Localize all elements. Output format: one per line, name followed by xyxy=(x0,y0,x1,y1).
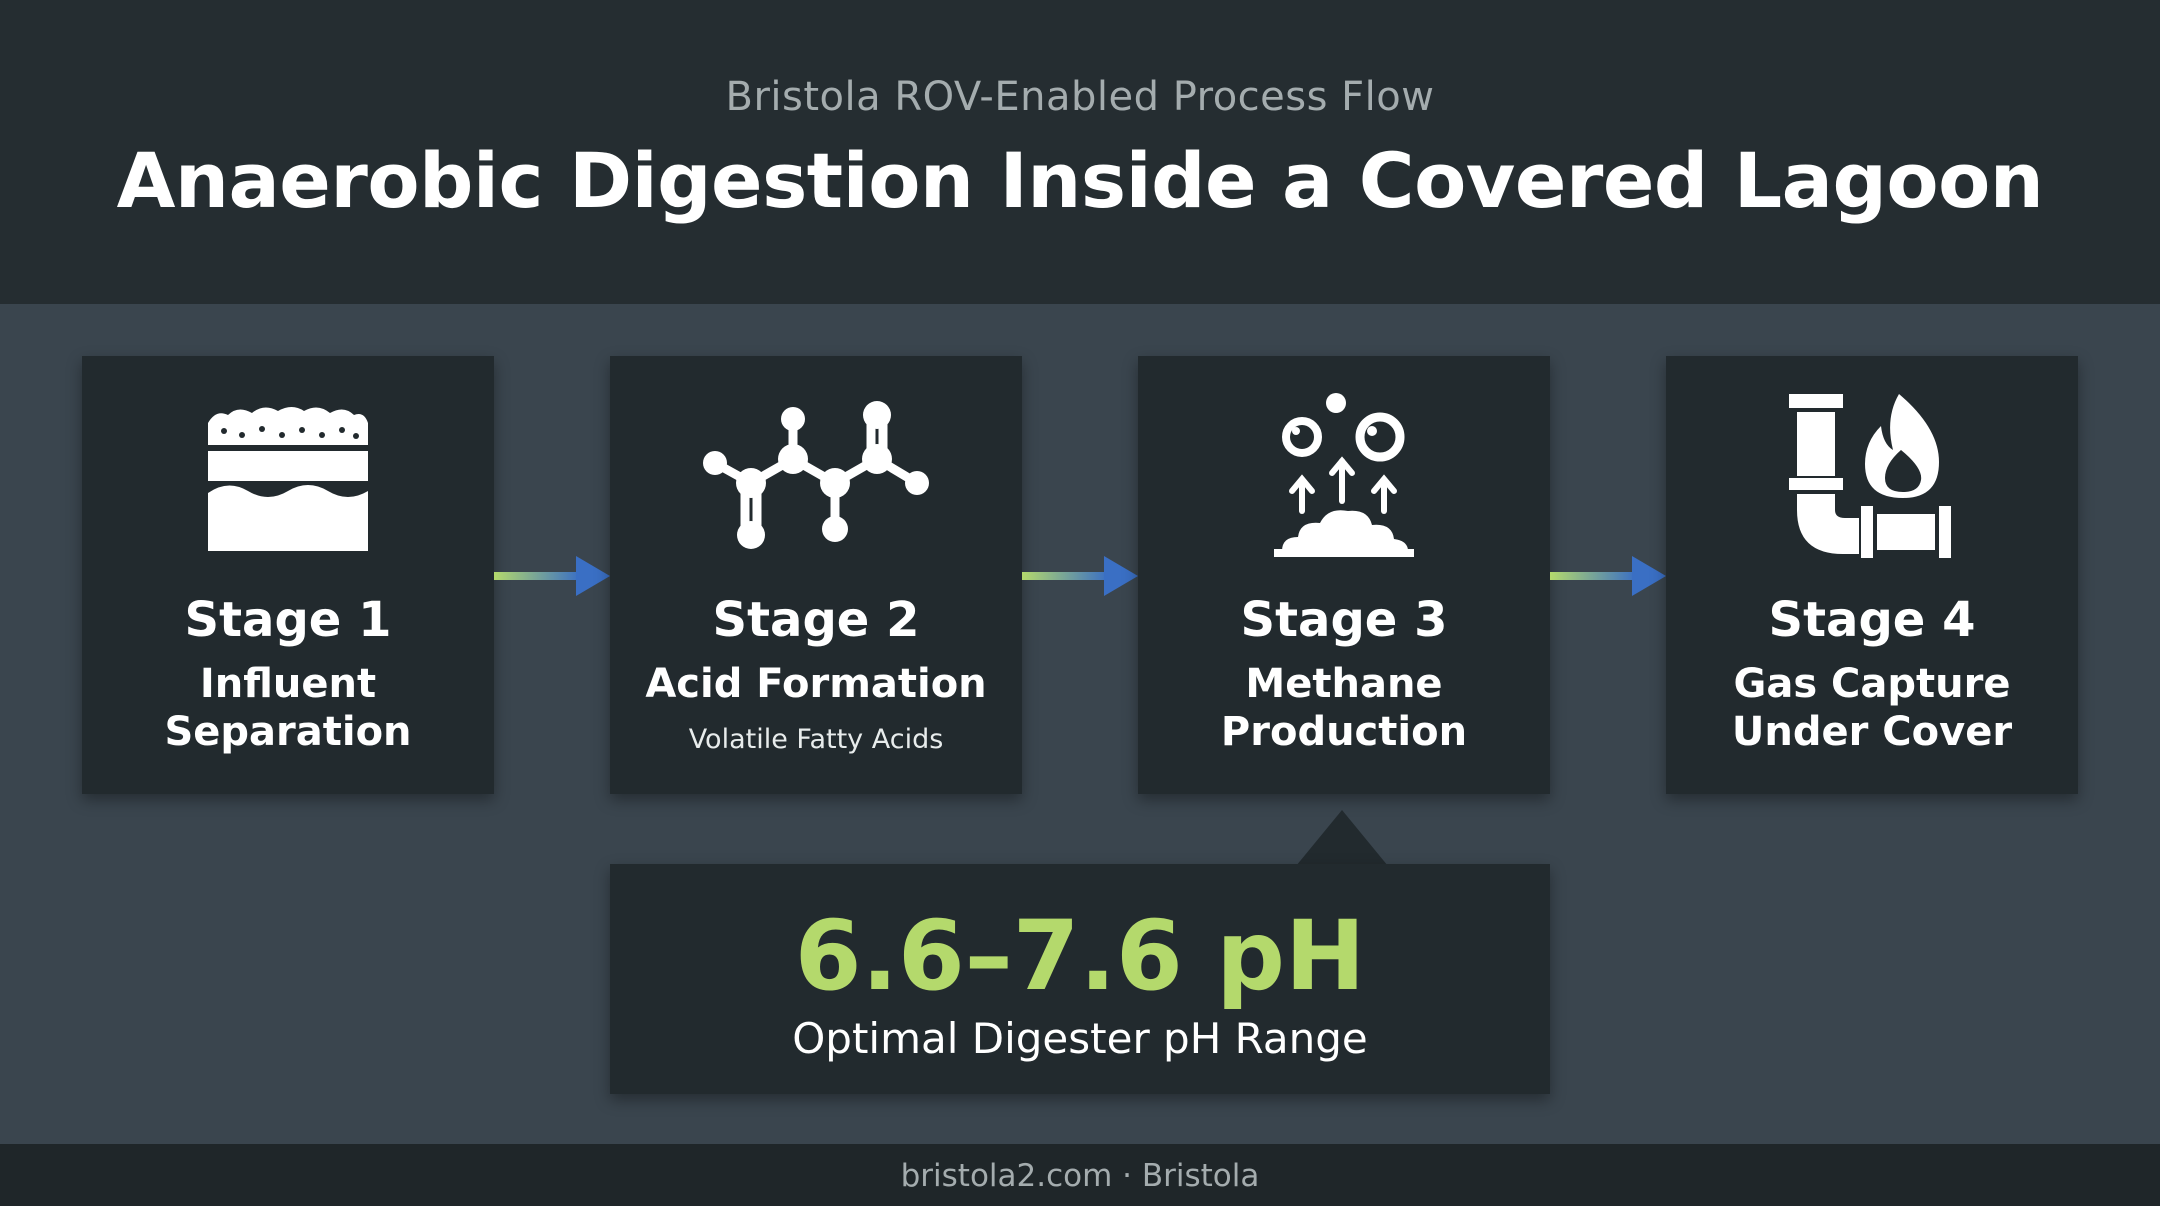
stage-name: Influent Separation xyxy=(164,661,412,755)
stage-card-4: Stage 4 Gas Capture Under Cover xyxy=(1666,356,2078,794)
page-title: Anaerobic Digestion Inside a Covered Lag… xyxy=(116,136,2044,225)
stage-name: Gas Capture Under Cover xyxy=(1731,661,2013,755)
rising-bubbles-icon xyxy=(1138,393,1550,557)
stage-card-2: Stage 2 Acid Formation Volatile Fatty Ac… xyxy=(610,356,1022,794)
pipe-flame-icon xyxy=(1666,394,2078,558)
stage-card-3: Stage 3 Methane Production xyxy=(1138,356,1550,794)
stage-label: Stage 4 xyxy=(1768,592,1976,648)
stage-label: Stage 3 xyxy=(1240,592,1448,648)
stage-label: Stage 1 xyxy=(184,592,392,648)
footer-band: bristola2.com · Bristola xyxy=(0,1144,2160,1206)
footer-text: bristola2.com · Bristola xyxy=(900,1158,1260,1194)
flow-arrow-1 xyxy=(494,556,610,596)
stage-name: Methane Production xyxy=(1220,661,1468,755)
flow-arrow-3 xyxy=(1550,556,1666,596)
header-band: Bristola ROV-Enabled Process Flow Anaero… xyxy=(0,0,2160,304)
callout-pointer xyxy=(1296,810,1388,866)
stage-label: Stage 2 xyxy=(712,592,920,648)
stage-name: Acid Formation xyxy=(645,661,987,707)
ph-range-caption: Optimal Digester pH Range xyxy=(792,1014,1368,1063)
molecule-icon xyxy=(610,396,1022,556)
stage-note: Volatile Fatty Acids xyxy=(688,724,944,755)
ph-range-value: 6.6–7.6 pH xyxy=(794,900,1366,1012)
sediment-layers-icon xyxy=(82,396,494,556)
ph-callout: 6.6–7.6 pH Optimal Digester pH Range xyxy=(610,864,1550,1094)
stage-card-1: Stage 1 Influent Separation xyxy=(82,356,494,794)
page-subtitle: Bristola ROV-Enabled Process Flow xyxy=(725,74,1435,120)
flow-arrow-2 xyxy=(1022,556,1138,596)
